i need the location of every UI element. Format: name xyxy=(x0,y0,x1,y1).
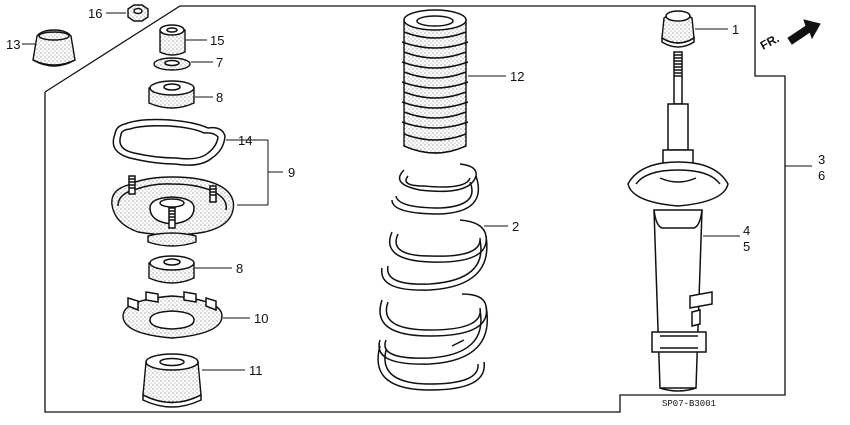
part-9-upper-mount xyxy=(111,175,235,247)
part-8-lower-bushing xyxy=(148,255,195,284)
part-12-dust-boot xyxy=(401,9,469,154)
callout-2: 2 xyxy=(512,219,519,234)
assembly-frame xyxy=(44,5,786,413)
callout-12: 12 xyxy=(510,69,524,84)
callout-5: 5 xyxy=(743,239,750,254)
callout-13: 13 xyxy=(6,37,20,52)
front-direction-arrow: FR. xyxy=(758,19,821,53)
callout-10: 10 xyxy=(254,311,268,326)
part-1-strut-cap xyxy=(661,10,695,48)
part-16-nut xyxy=(127,4,149,22)
callout-11: 11 xyxy=(249,363,263,378)
part-8-upper-bushing xyxy=(148,80,195,109)
front-direction-label: FR. xyxy=(758,31,782,52)
diagram-reference-code: SP07-B3001 xyxy=(662,399,716,409)
callout-9: 9 xyxy=(288,165,295,180)
part-7-washer xyxy=(153,57,191,71)
part-13-dust-cap xyxy=(32,29,76,67)
callout-7: 7 xyxy=(216,55,223,70)
part-15-collar xyxy=(159,24,186,56)
callout-4: 4 xyxy=(743,223,750,238)
callout-16: 16 xyxy=(88,6,102,21)
part-4-5-shock-absorber xyxy=(627,51,729,392)
part-2-coil-spring xyxy=(377,163,488,391)
callout-8-upper: 8 xyxy=(216,90,223,105)
part-11-bump-stop xyxy=(142,353,202,408)
callout-6: 6 xyxy=(818,168,825,183)
callout-15: 15 xyxy=(210,33,224,48)
callout-1: 1 xyxy=(732,22,739,37)
callout-8-lower: 8 xyxy=(236,261,243,276)
part-10-spring-seat xyxy=(122,291,223,339)
callout-3: 3 xyxy=(818,152,825,167)
callout-14: 14 xyxy=(238,133,252,148)
part-14-gasket xyxy=(112,118,226,166)
